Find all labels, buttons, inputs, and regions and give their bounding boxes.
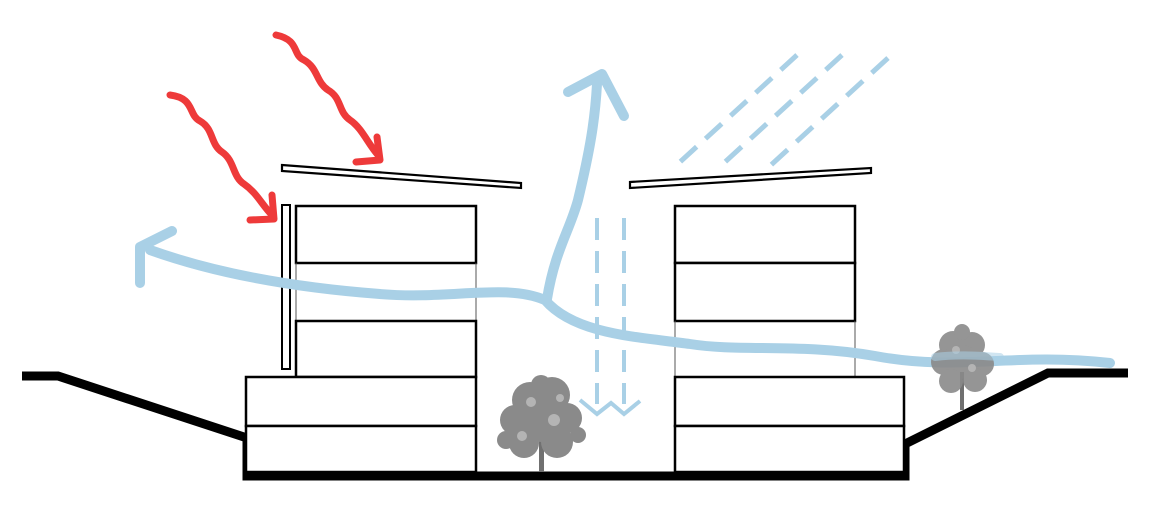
- sun-ray-lower: [166, 91, 276, 219]
- wind-flow-path: [145, 245, 1115, 368]
- tree-right: [931, 324, 994, 410]
- tree-canopy-highlight: [517, 394, 564, 441]
- tree-trunk: [539, 430, 544, 472]
- building-right-floor-4: [673, 204, 857, 265]
- tree-canopy: [497, 375, 586, 458]
- building-left-floor-2: [244, 375, 478, 428]
- roof-right: [628, 166, 873, 190]
- building-left-floor-1: [244, 424, 478, 474]
- wind-flow-overlay: [931, 351, 1004, 361]
- building-left-floor-4: [294, 204, 478, 265]
- rain-line: [723, 53, 844, 164]
- stack-ventilation-arrow: [542, 69, 629, 304]
- ground-terrain: [22, 368, 1128, 481]
- wind-flow-arrow: [135, 226, 1115, 368]
- ground-line: [22, 368, 1128, 481]
- tree-courtyard: [497, 375, 586, 472]
- rain-line: [678, 53, 799, 164]
- building-right-floor-3: [673, 261, 857, 323]
- stack-ventilation-path: [542, 79, 602, 304]
- building-right-floor-1: [673, 424, 906, 474]
- building-right: [673, 204, 906, 474]
- building-left-floor-3: [294, 319, 478, 379]
- roof-left: [280, 163, 523, 190]
- rainwater-infiltration-arrows: [595, 218, 626, 404]
- tree-trunk: [960, 372, 964, 410]
- sun-ray-lower-arrowhead: [246, 191, 278, 224]
- wind-arrowhead: [135, 226, 177, 288]
- rain-lines: [678, 53, 890, 167]
- building-right-floor-2: [673, 375, 906, 428]
- building-left: [244, 204, 478, 474]
- infiltration-arrowhead: [578, 398, 642, 417]
- sun-ray-upper: [272, 31, 382, 159]
- stack-arrowhead: [563, 69, 629, 121]
- sun-ray-upper-arrowhead: [352, 133, 384, 166]
- rain-line: [769, 56, 890, 167]
- solar-radiation-arrows: [166, 31, 384, 224]
